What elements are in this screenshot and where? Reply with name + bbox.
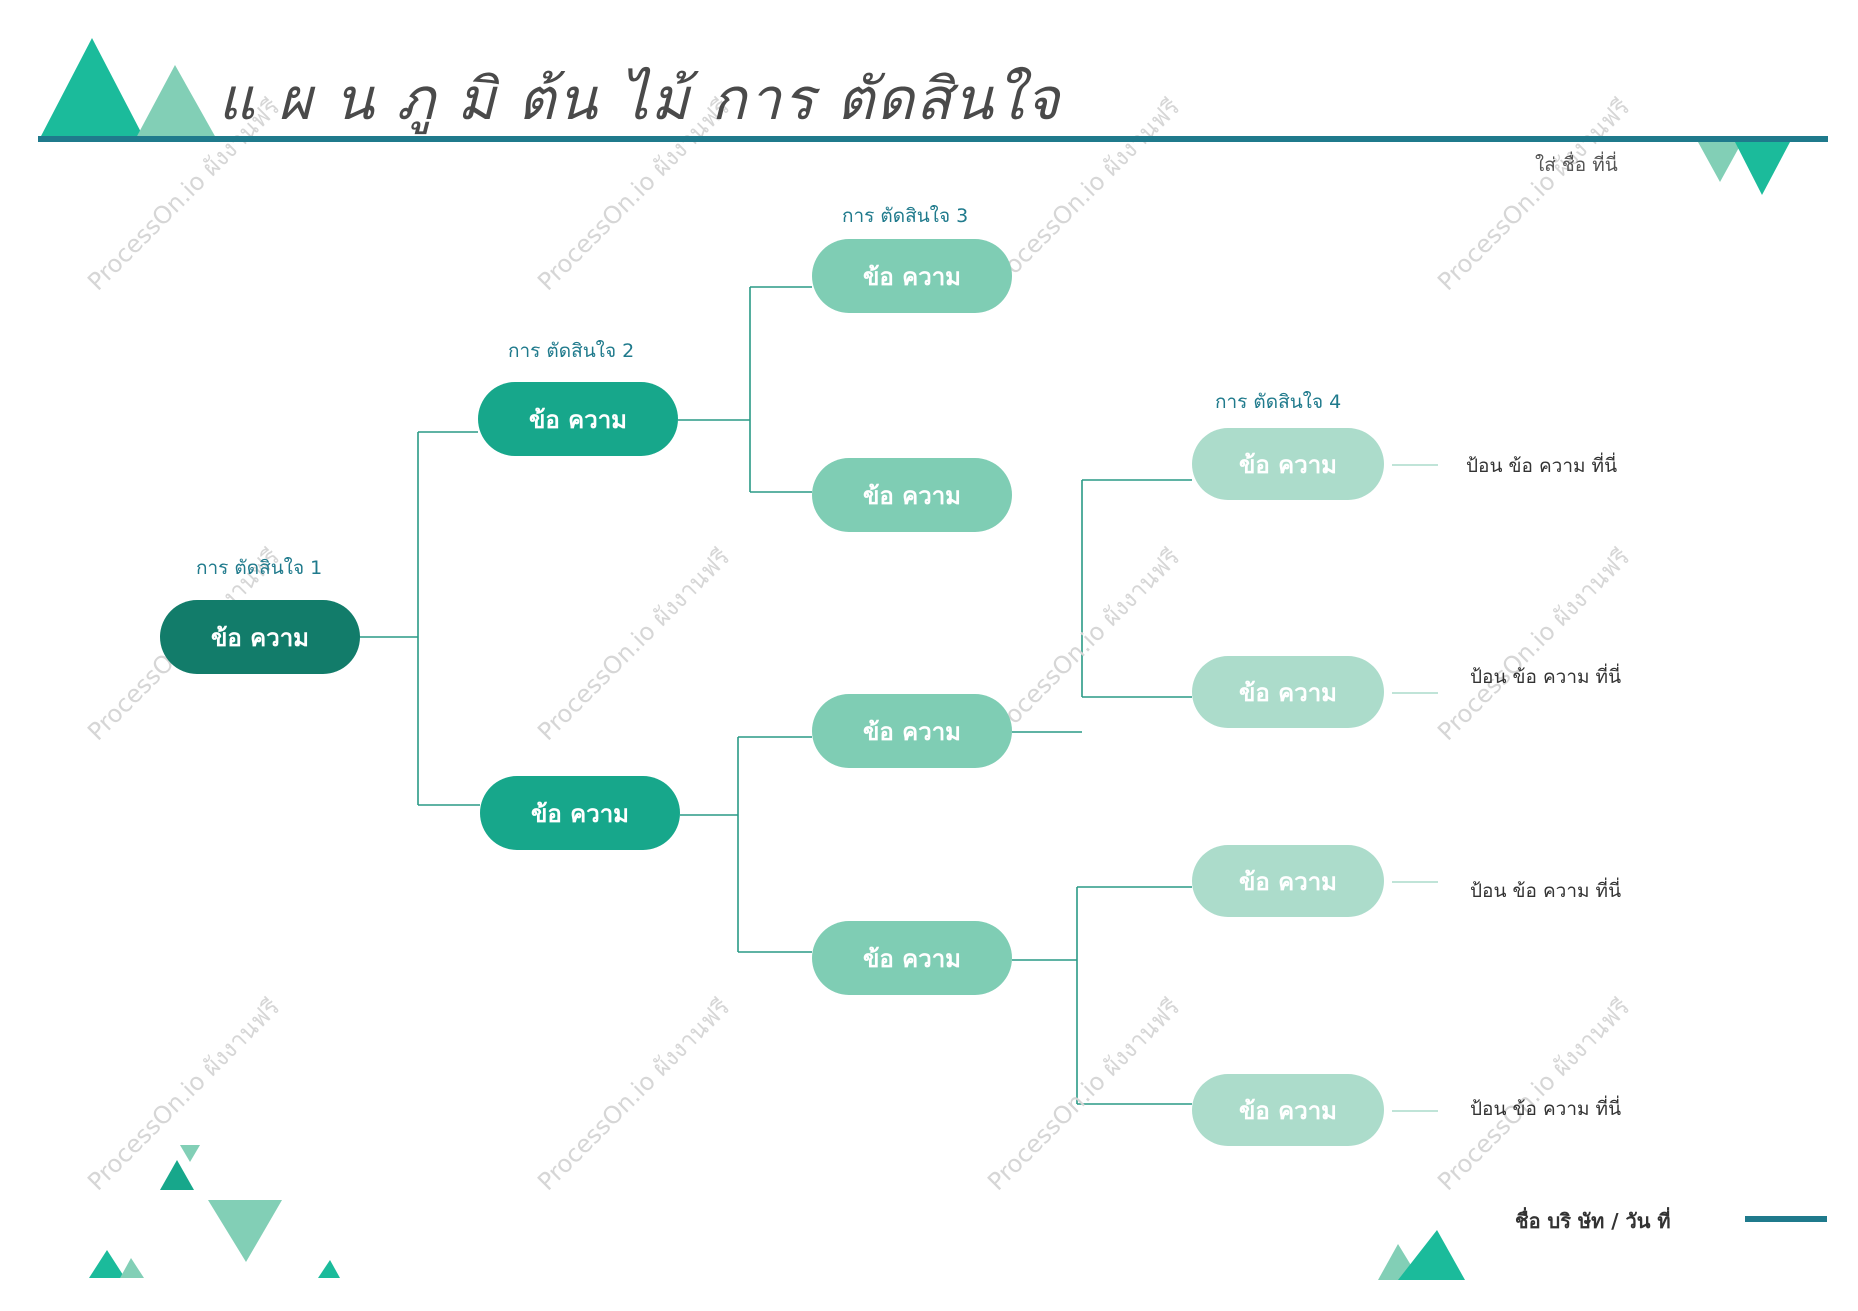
triangle-decoration bbox=[1698, 142, 1742, 182]
triangle-decoration bbox=[89, 1250, 125, 1278]
decision-node-root[interactable]: ข้อ ความ bbox=[160, 600, 360, 674]
triangle-decoration bbox=[40, 38, 144, 138]
triangle-decoration bbox=[120, 1258, 144, 1278]
leaf-text[interactable]: ป้อน ข้อ ความ ที่นี่ bbox=[1466, 455, 1618, 477]
leaf-text[interactable]: ป้อน ข้อ ความ ที่นี่ bbox=[1470, 666, 1622, 688]
triangle-decoration bbox=[318, 1260, 340, 1278]
level-1-label: การ ตัดสินใจ 1 bbox=[196, 557, 323, 579]
decision-node-level3-b[interactable]: ข้อ ความ bbox=[812, 458, 1012, 532]
name-placeholder: ใส่ ชื่อ ที่นี่ bbox=[1535, 154, 1618, 176]
decision-node-level4-d[interactable]: ข้อ ความ bbox=[1192, 1074, 1384, 1146]
triangle-decoration bbox=[208, 1200, 282, 1262]
triangle-decoration bbox=[1398, 1230, 1465, 1280]
triangle-decoration bbox=[136, 65, 216, 138]
decision-node-level3-a[interactable]: ข้อ ความ bbox=[812, 239, 1012, 313]
decision-node-level3-d[interactable]: ข้อ ความ bbox=[812, 921, 1012, 995]
level-4-label: การ ตัดสินใจ 4 bbox=[1215, 391, 1342, 413]
company-date-footer: ชื่อ บริ ษัท / วัน ที่ bbox=[1515, 1209, 1671, 1233]
decision-node-level4-c[interactable]: ข้อ ความ bbox=[1192, 845, 1384, 917]
footer-rule bbox=[1745, 1216, 1827, 1222]
decision-node-level3-c[interactable]: ข้อ ความ bbox=[812, 694, 1012, 768]
triangle-decoration bbox=[180, 1145, 200, 1162]
level-3-label: การ ตัดสินใจ 3 bbox=[842, 205, 969, 227]
triangle-decoration bbox=[1735, 142, 1790, 195]
decision-node-level2-top[interactable]: ข้อ ความ bbox=[478, 382, 678, 456]
decision-node-level4-a[interactable]: ข้อ ความ bbox=[1192, 428, 1384, 500]
leaf-text[interactable]: ป้อน ข้อ ความ ที่นี่ bbox=[1470, 880, 1622, 902]
page-title: แ ผ น ภู มิ ต้น ไม้ การ ตัดสินใจ bbox=[218, 65, 1062, 133]
leaf-text[interactable]: ป้อน ข้อ ความ ที่นี่ bbox=[1470, 1098, 1622, 1120]
title-underline bbox=[38, 136, 1828, 142]
level-2-label: การ ตัดสินใจ 2 bbox=[508, 340, 635, 362]
decision-node-level4-b[interactable]: ข้อ ความ bbox=[1192, 656, 1384, 728]
decision-node-level2-bottom[interactable]: ข้อ ความ bbox=[480, 776, 680, 850]
triangle-decoration bbox=[160, 1160, 194, 1190]
